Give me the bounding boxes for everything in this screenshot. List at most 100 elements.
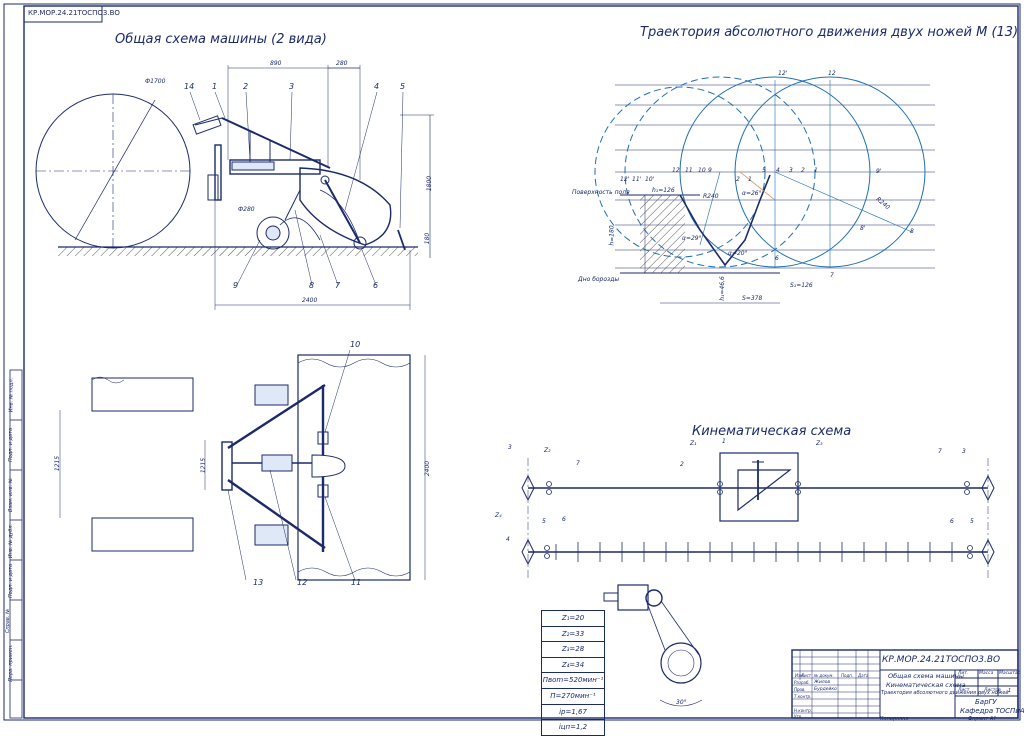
row-point: 12 [672, 167, 680, 174]
part-11: 11 [351, 578, 362, 587]
label-5-left: 5 [542, 518, 546, 525]
title-block-org1: БарГУ [975, 698, 997, 706]
title-block [791, 649, 1019, 719]
spec-icp: iцп=1,2 [558, 723, 588, 732]
tb-row-nkontr: Н.контр. [794, 708, 812, 713]
gear-spec-table: Z₁=20 Z₂=33 Z₃=28 Z₄=34 Пвom=520мин⁻¹ П=… [541, 610, 605, 736]
row-point: 11' [632, 176, 642, 183]
part-6: 6 [373, 281, 379, 290]
spec-z4: Z₄=34 [542, 658, 604, 674]
label-7-left: 7 [576, 460, 580, 467]
title-block-sheets-n: 1 [1008, 688, 1012, 694]
part-1: 1 [212, 82, 218, 91]
title-block-line1: Общая схема машины [888, 672, 965, 680]
label-h180: h=180 [608, 225, 616, 246]
row-point: 2 [801, 167, 805, 174]
ground-hatch [58, 247, 418, 256]
dim-280: 280 [336, 60, 348, 67]
part-9: 9 [233, 281, 239, 290]
side-strip-4: Инв. № дубл. [8, 523, 15, 559]
label-s126: S₁=126 [790, 282, 813, 289]
tb-row-razrab: Разраб. [794, 680, 810, 685]
corner-stamp: КР.МОР.24.21ТОСПО3.ВО [28, 9, 120, 17]
spec-ip: ip=1,67 [542, 705, 604, 721]
tb-col-doc: № докум. [814, 673, 834, 678]
label-alpha-26: α=26° [742, 190, 762, 197]
plan-view [59, 349, 426, 581]
spec-z3: Z₃=28 [542, 642, 604, 658]
side-strip-7: Перв. примен. [7, 644, 14, 682]
row-point: 7 [830, 272, 834, 279]
row-point: 9' [876, 168, 882, 175]
title-block-line2: Кинематическая схема [886, 681, 966, 689]
label-5-right: 5 [970, 518, 974, 525]
part-14: 14 [184, 82, 195, 91]
spec-nvom: Пвom=520мин⁻¹ [542, 673, 604, 689]
side-strip [9, 369, 23, 719]
tb-name-1: Жилов [814, 680, 831, 685]
spec-z2: Z₂=33 [542, 627, 604, 643]
title-trajectory: Траектория абсолютного движения двух нож… [640, 25, 1019, 40]
title-block-scale: Масштаб [999, 671, 1021, 676]
kinematic-scheme [521, 452, 995, 707]
label-h466: h₁=46,6 [718, 276, 726, 301]
label-z1: Z₁ [690, 440, 697, 447]
tb-name-2: Бурдейко [814, 687, 837, 692]
row-point: 11 [685, 167, 693, 174]
label-z3: Z₃ [816, 440, 823, 447]
title-block-copied: Копировал [880, 716, 909, 722]
title-block-format: Формат А1 [968, 716, 997, 722]
dim-2400: 2400 [302, 297, 318, 304]
point-12-prime-top: 12' [778, 70, 788, 77]
trajectory-diagram [594, 76, 935, 304]
row-point: 10' [645, 176, 655, 183]
row-point: 12' [620, 176, 630, 183]
tb-col-sign: Подп. [841, 673, 854, 678]
label-6-left: 6 [562, 516, 566, 523]
dim-2400-plan: 2400 [424, 460, 432, 477]
dim-d280: Ф280 [238, 206, 255, 213]
label-angle-30: 30° [676, 699, 687, 706]
part-4: 4 [374, 82, 380, 91]
part-7: 7 [335, 281, 341, 290]
title-block-code: КР.МОР.24.21ТОСПО3.ВО [882, 655, 1001, 665]
dim-1800: 1800 [426, 175, 434, 192]
dim-890: 890 [270, 60, 282, 67]
part-8: 8 [309, 281, 315, 290]
tb-row-prov: Пров. [794, 687, 806, 692]
dim-180: 180 [424, 232, 432, 245]
part-12: 12 [297, 578, 308, 587]
row-point: 3 [789, 167, 793, 174]
dim-d1700: Ф1700 [145, 78, 166, 85]
shaft-knives [555, 542, 953, 562]
label-2: 2 [680, 461, 684, 468]
row-point: 2 [736, 176, 740, 183]
corner-stamp-box [23, 5, 103, 23]
spec-n: П=270мин⁻¹ [542, 689, 604, 705]
label-alpha-29: α=29° [682, 235, 702, 242]
soil-hatch [640, 195, 685, 273]
dim-1215-mid: 1215 [200, 457, 208, 474]
label-z2: Z₂ [544, 447, 551, 454]
tb-col-izm: Изм. [795, 673, 805, 678]
row-point: 9 [708, 167, 712, 174]
title-block-sheet: Лист [958, 688, 970, 693]
part-13: 13 [253, 578, 264, 587]
label-3-right: 3 [962, 448, 966, 455]
title-general-view: Общая схема машины (2 вида) [115, 32, 327, 47]
tb-col-list: Лист [801, 673, 812, 678]
title-kinematic: Кинематическая схема [692, 424, 852, 439]
label-h126: h₁=126 [652, 187, 675, 194]
side-strip-2: Подп. и дата [8, 427, 15, 463]
row-point: 1 [748, 176, 752, 183]
part-2: 2 [243, 82, 249, 91]
label-furrow-bottom: Дно борозды [578, 276, 620, 283]
row-point: 8 [910, 228, 914, 235]
label-3-left: 3 [508, 444, 512, 451]
general-side-view [35, 65, 434, 310]
part-10: 10 [350, 340, 361, 349]
label-s378: S=378 [742, 295, 763, 302]
label-alpha-20: α=20° [728, 250, 748, 257]
tb-row-utv: Утв. [794, 714, 803, 719]
